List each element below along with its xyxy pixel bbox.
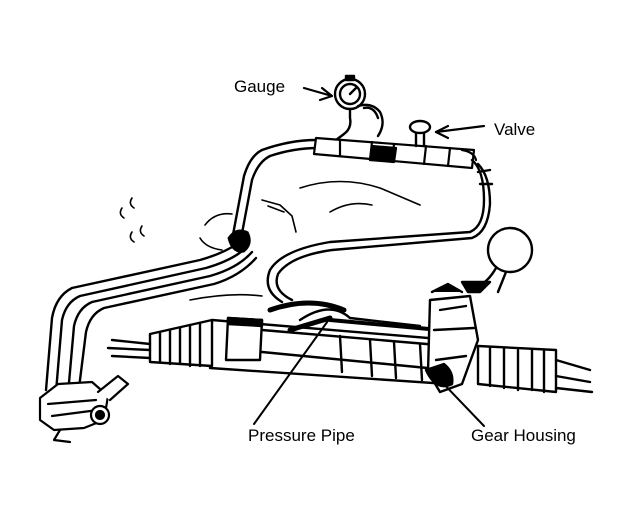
valve-label: Valve (494, 120, 536, 139)
return-lines (44, 138, 320, 398)
pressure-hose (266, 158, 494, 304)
pressure-gauge (333, 74, 384, 142)
callout-leaders (253, 317, 485, 427)
pump-assembly (38, 374, 130, 444)
gauge-manifold (312, 136, 478, 170)
steering-rack (106, 282, 594, 394)
gauge-label: Gauge (234, 77, 286, 96)
shutoff-valve (408, 119, 432, 148)
hose-junction (227, 229, 251, 253)
callout-arrows (302, 86, 486, 140)
gear-housing-label: Gear Housing (471, 426, 576, 445)
pressure-pipe-label: Pressure Pipe (248, 426, 355, 445)
reservoir-bulb (460, 226, 534, 294)
background-outline (119, 180, 421, 301)
